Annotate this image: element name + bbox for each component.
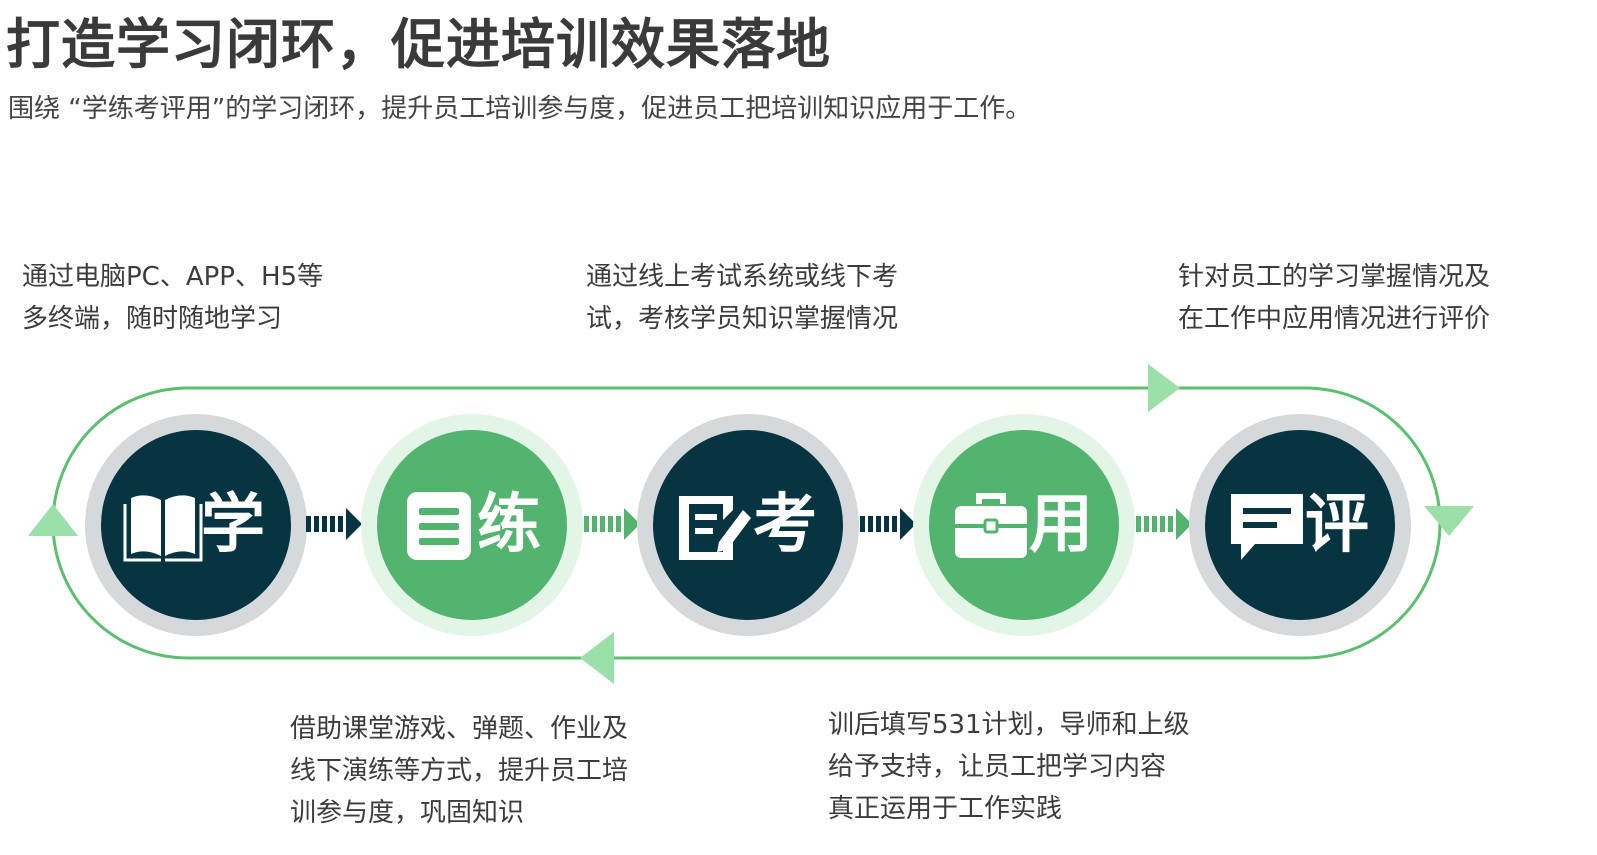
book-icon [123, 495, 203, 562]
node-evaluate-circle: 评 [1205, 430, 1395, 620]
desc-evaluate-line: 在工作中应用情况进行评价 [1178, 304, 1491, 334]
desc-exam: 通过线上考试系统或线下考 试，考核学员知识掌握情况 [586, 256, 898, 340]
node-apply-circle: 用 [929, 430, 1119, 620]
node-learn-circle: 学 [101, 430, 291, 620]
node-practice: 练 [361, 414, 583, 636]
desc-learn-line: 通过电脑PC、APP、H5等 [22, 262, 324, 292]
loop-arrow-right-icon [1424, 506, 1474, 536]
page-title: 打造学习闭环，促进培训效果落地 [6, 13, 831, 76]
node-apply-label: 用 [1029, 488, 1093, 562]
document-icon [407, 492, 471, 560]
node-practice-circle: 练 [377, 430, 567, 620]
connector-arrow-icon [584, 508, 640, 540]
node-evaluate: 评 [1189, 414, 1411, 636]
connector-arrow-icon [306, 508, 362, 540]
desc-learn-line: 多终端，随时随地学习 [22, 304, 283, 334]
desc-learn: 通过电脑PC、APP、H5等 多终端，随时随地学习 [22, 256, 323, 340]
desc-evaluate: 针对员工的学习掌握情况及 在工作中应用情况进行评价 [1178, 256, 1490, 340]
node-apply: 用 [913, 414, 1135, 636]
edit-icon [679, 496, 751, 560]
desc-apply-line: 给予支持，让员工把学习内容 [828, 752, 1167, 782]
desc-exam-line: 通过线上考试系统或线下考 [586, 262, 899, 292]
connector-arrow-icon [1136, 508, 1192, 540]
node-practice-label: 练 [477, 488, 541, 562]
node-exam: 考 [637, 414, 859, 636]
desc-apply-line: 真正运用于工作实践 [828, 794, 1063, 824]
loop-arrow-left-icon [28, 504, 78, 536]
loop-arrow-top-icon [1148, 364, 1180, 412]
node-exam-circle: 考 [653, 430, 843, 620]
node-learn: 学 [85, 414, 307, 636]
desc-exam-line: 试，考核学员知识掌握情况 [586, 304, 899, 334]
loop-arrow-bottom-icon [580, 632, 614, 684]
page-subtitle: 围绕 “学练考评用”的学习闭环，提升员工培训参与度，促进员工把培训知识应用于工作… [8, 94, 1032, 124]
desc-practice-line: 借助课堂游戏、弹题、作业及 [290, 714, 629, 744]
desc-practice: 借助课堂游戏、弹题、作业及 线下演练等方式，提升员工培 训参与度，巩固知识 [290, 708, 628, 834]
loop-outline [51, 386, 1442, 660]
desc-apply: 训后填写531计划，导师和上级 给予支持，让员工把学习内容 真正运用于工作实践 [828, 704, 1190, 830]
node-exam-label: 考 [753, 488, 817, 562]
desc-practice-line: 训参与度，巩固知识 [290, 798, 525, 828]
desc-apply-line: 训后填写531计划，导师和上级 [828, 710, 1190, 740]
connector-arrow-icon [860, 508, 916, 540]
node-learn-label: 学 [201, 488, 265, 562]
chat-icon [1231, 494, 1303, 560]
desc-practice-line: 线下演练等方式，提升员工培 [290, 756, 629, 786]
node-evaluate-label: 评 [1305, 488, 1369, 562]
briefcase-icon [955, 493, 1027, 558]
desc-evaluate-line: 针对员工的学习掌握情况及 [1178, 262, 1491, 292]
